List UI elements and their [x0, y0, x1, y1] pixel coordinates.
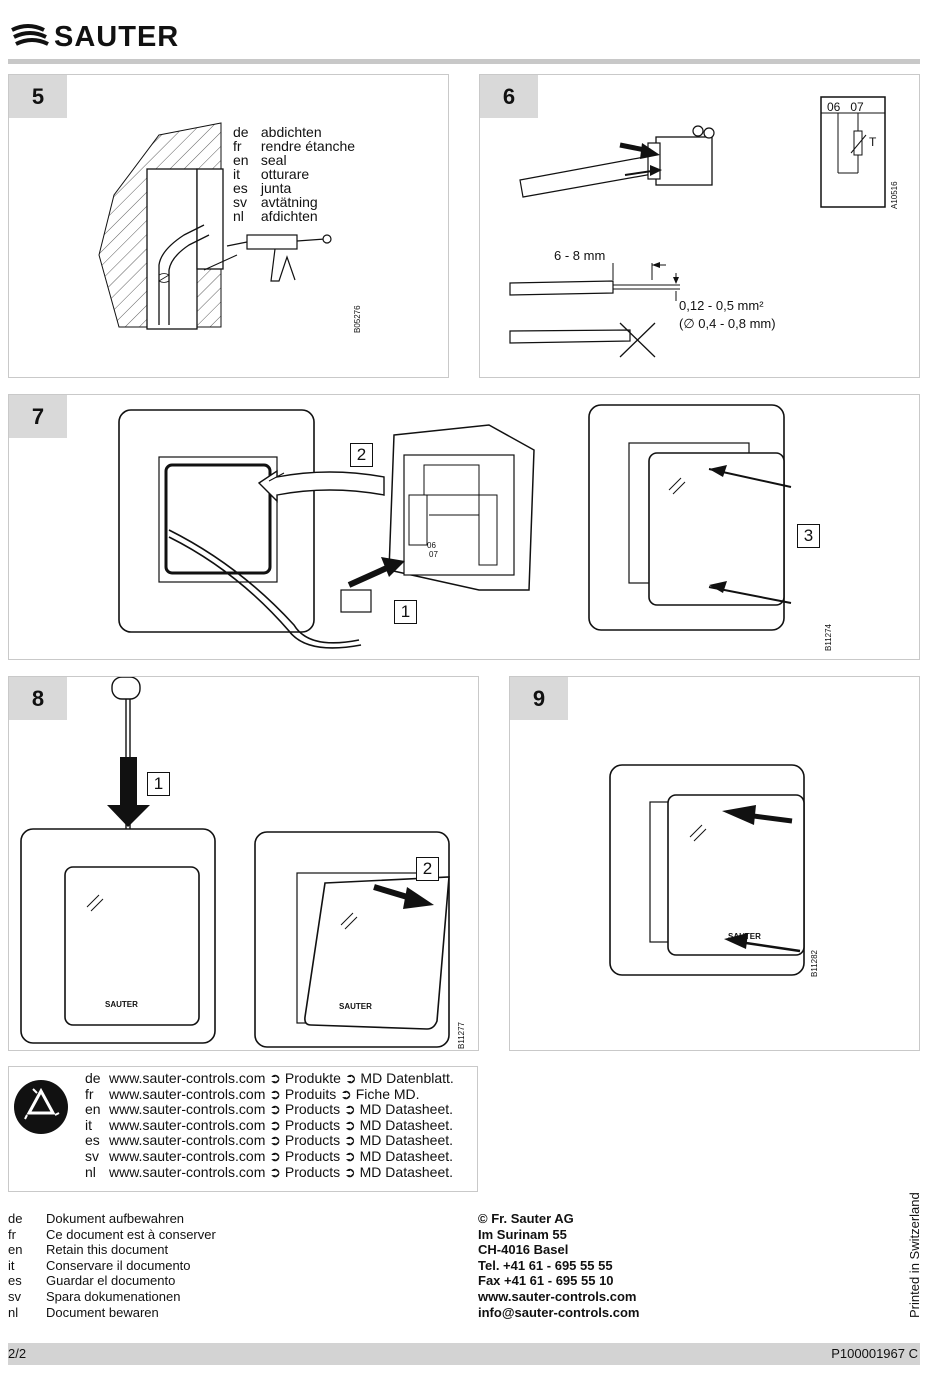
callout-3: 3: [797, 524, 820, 548]
printed-in: Printed in Switzerland: [907, 1192, 922, 1318]
terminal-numbers: 06 07: [827, 100, 864, 114]
strip-length-label: 6 - 8 mm: [554, 248, 606, 263]
step-number: 6: [480, 75, 538, 118]
datasheet-links-panel: [8, 1066, 478, 1192]
header-rule: [8, 59, 920, 64]
seal-item: fr rendre étanche: [233, 138, 356, 154]
step-number: 7: [9, 395, 67, 438]
removal-illustration: [20, 677, 450, 1048]
diameter-label: (∅ 0,4 - 0,8 mm): [679, 316, 776, 331]
footer-bar: 2/2 P100001967 C: [8, 1343, 920, 1365]
brand-name: SAUTER: [54, 21, 180, 53]
callout-2: 2: [416, 857, 439, 881]
sauter-logo-mark-icon: [11, 24, 49, 46]
seal-item: de abdichten: [233, 124, 322, 140]
seal-item: es junta: [233, 180, 292, 196]
document-id: P100001967 C: [831, 1346, 918, 1361]
sensor-label: T: [869, 135, 877, 149]
step-number: 8: [9, 677, 67, 720]
address-line: © Fr. Sauter AG: [478, 1211, 574, 1226]
figure-ref: B11277: [457, 1022, 466, 1049]
company-address: © Fr. Sauter AG Im Surinam 55 CH-4016 Ba…: [478, 1211, 639, 1320]
callout-2: 2: [350, 443, 373, 467]
callout-1: 1: [394, 600, 417, 624]
device-brand: SAUTER: [339, 1002, 372, 1011]
step-number: 9: [510, 677, 568, 720]
cross-section-label: 0,12 - 0,5 mm²: [679, 298, 764, 313]
seal-item: nl afdichten: [233, 208, 318, 224]
address-line: Tel. +41 61 - 695 55 55: [478, 1257, 613, 1273]
page-number: 2/2: [8, 1346, 27, 1361]
address-line: info@sauter-controls.com: [478, 1304, 640, 1320]
figure-ref: B11274: [824, 624, 833, 651]
panel-step-9: 9 SAUTER B11282: [509, 676, 920, 1051]
device-brand: SAUTER: [105, 1000, 138, 1009]
panel-step-6: 6 06 07 T A10516 6 - 8 mm 0,12 -: [479, 74, 920, 378]
figure-ref: B05276: [353, 305, 362, 333]
step-number: 5: [9, 75, 67, 118]
address-line: Fax +41 61 - 695 55 10: [478, 1273, 614, 1289]
figure-ref: A10516: [890, 181, 899, 209]
seal-translations: de abdichten fr rendre étanche en seal i…: [233, 125, 355, 223]
terminal-07: 07: [429, 550, 438, 559]
callout-1: 1: [147, 772, 170, 796]
seal-wall-illustration: [98, 122, 332, 330]
panel-step-8: 8 1 2 SAUTER SAUTER B11277: [8, 676, 479, 1051]
seal-item: it otturare: [233, 166, 310, 182]
panel-step-5: 5 de abdichten fr rendre étanche en seal…: [8, 74, 449, 378]
mounting-illustration: [118, 404, 792, 649]
recycle-icon: [14, 1080, 68, 1134]
address-line: Im Surinam 55: [478, 1226, 567, 1242]
device-brand: SAUTER: [728, 932, 761, 941]
seal-item: sv avtätning: [233, 194, 318, 210]
figure-ref: B11282: [810, 950, 819, 977]
terminal-06: 06: [427, 541, 436, 550]
panel-step-7: 7 2 1 3 06 07 B11274: [8, 394, 920, 660]
snap-in-illustration: [609, 764, 805, 976]
seal-item: en seal: [233, 152, 287, 168]
sauter-logo: SAUTER: [10, 20, 190, 54]
address-line: www.sauter-controls.com: [478, 1288, 637, 1304]
wire-terminal-illustration: [509, 96, 886, 358]
address-line: CH-4016 Basel: [478, 1242, 569, 1258]
